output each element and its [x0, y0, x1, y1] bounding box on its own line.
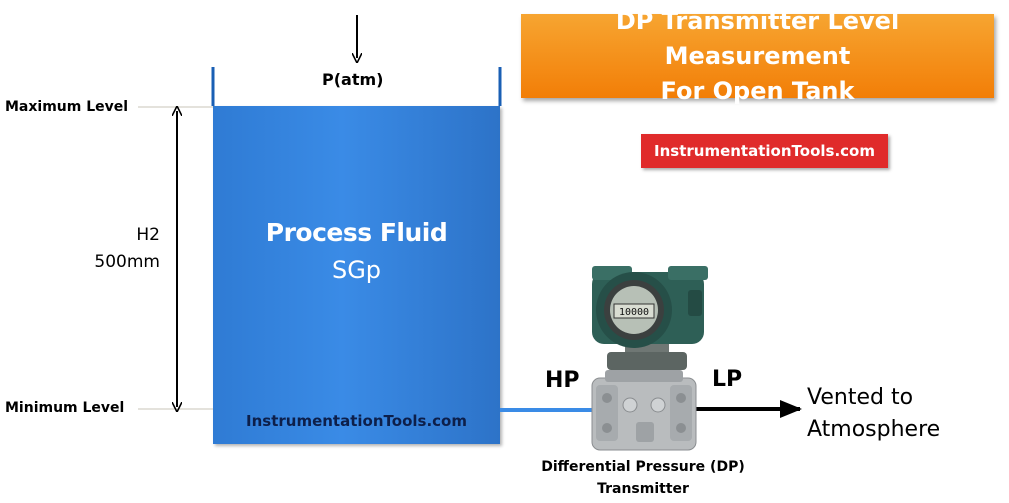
diagram-title: DP Transmitter Level Measurement For Ope… [521, 7, 994, 105]
fluid-specific-gravity: SGp [331, 256, 382, 284]
dp-transmitter: 10000 [591, 266, 708, 451]
height-label: H2 500mm [80, 222, 160, 276]
hp-label: HP [545, 368, 580, 393]
transmitter-label-line-2: Transmitter [597, 481, 689, 497]
transmitter-display: 10000 [619, 307, 649, 318]
brand-badge: InstrumentationTools.com [641, 134, 888, 168]
tank-brand-label: InstrumentationTools.com [246, 412, 467, 430]
height-name: H2 [136, 225, 160, 245]
title-line-1: DP Transmitter Level Measurement [615, 6, 900, 70]
min-level-label: Minimum Level [5, 400, 125, 416]
vent-line-2: Atmosphere [807, 417, 941, 442]
title-line-2: For Open Tank [660, 76, 855, 105]
transmitter-label-line-1: Differential Pressure (DP) [541, 459, 745, 475]
height-value: 500mm [94, 252, 160, 272]
vent-line-1: Vented to [807, 385, 914, 410]
transmitter-label: Differential Pressure (DP) Transmitter [528, 456, 758, 500]
fluid-name: Process Fluid [265, 218, 448, 247]
max-level-label: Maximum Level [5, 99, 129, 115]
vent-label: Vented to Atmosphere [807, 382, 940, 446]
lp-label: LP [712, 367, 743, 392]
atm-pressure-label: P(atm) [322, 70, 384, 89]
tank-fluid [213, 106, 500, 444]
